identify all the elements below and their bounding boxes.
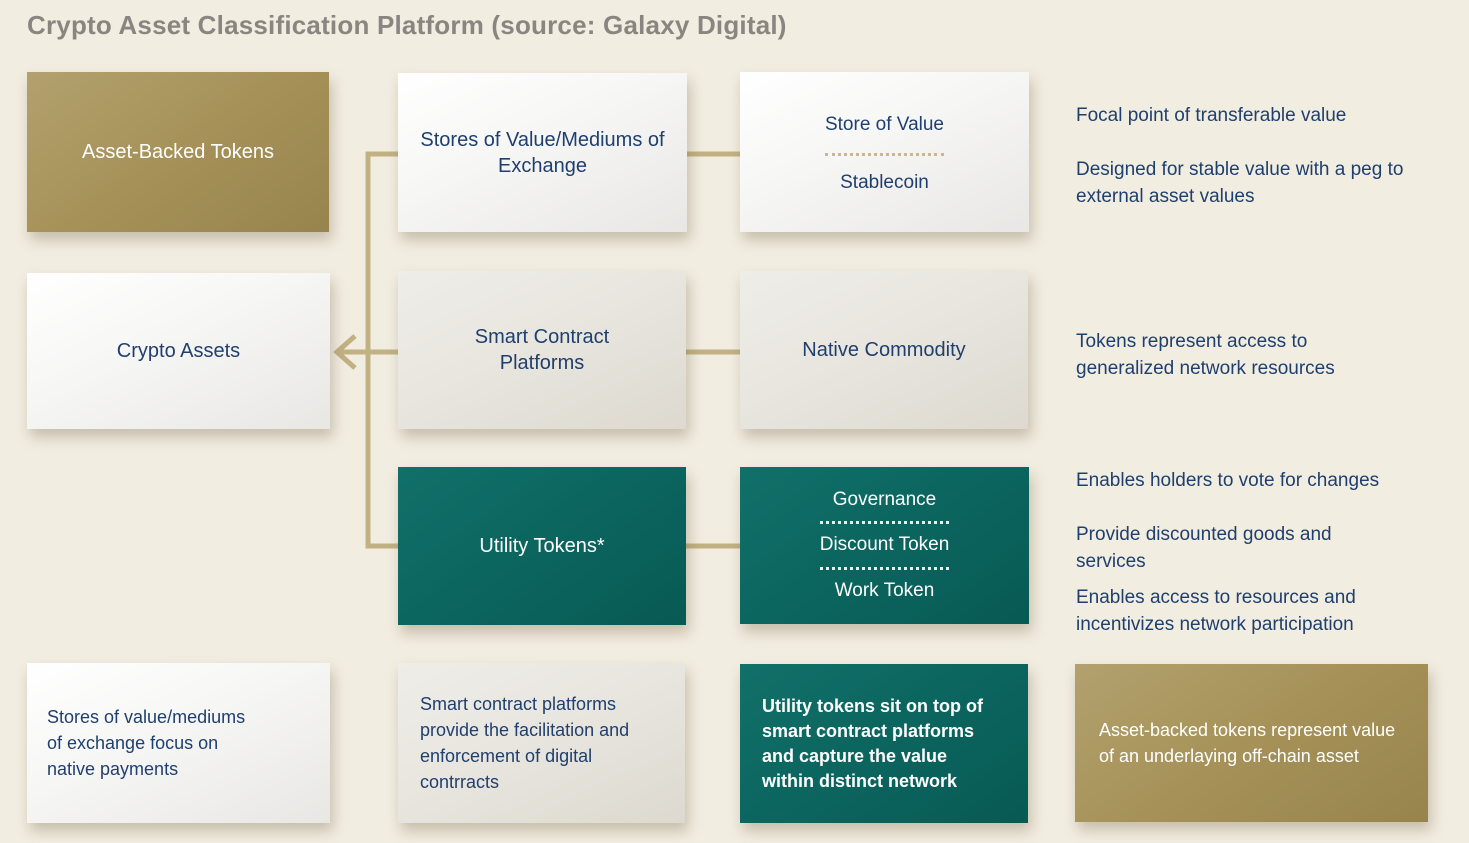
footnote-asset-backed-text: Asset-backed tokens represent value of a… bbox=[1099, 720, 1396, 766]
annotation-native-commodity: Tokens represent access to generalized n… bbox=[1076, 331, 1335, 379]
footnote-smart-contract-text: Smart contract platforms provide the fac… bbox=[420, 694, 630, 792]
stores-of-value-box: Stores of Value/Mediums of Exchange bbox=[398, 73, 687, 232]
smart-contract-platforms-label: Smart Contract Platforms bbox=[474, 326, 610, 374]
native-commodity-label: Native Commodity bbox=[802, 339, 966, 361]
stablecoin-label: Stablecoin bbox=[840, 171, 929, 193]
footnote-stores-of-value-text: Stores of value/mediums of exchange focu… bbox=[47, 707, 246, 779]
crypto-assets-box: Crypto Assets bbox=[27, 273, 330, 429]
annotation-store-of-value: Focal point of transferable value bbox=[1076, 105, 1347, 126]
annotation-work-token: Enables access to resources and incentiv… bbox=[1076, 587, 1356, 635]
annotation-discount-token: Provide discounted goods and services bbox=[1076, 524, 1332, 572]
footnote-utility-tokens-box: Utility tokens sit on top of smart contr… bbox=[740, 664, 1028, 823]
utility-tokens-label: Utility Tokens* bbox=[479, 535, 605, 557]
smart-contract-platforms-box: Smart Contract Platforms bbox=[398, 271, 686, 429]
utility-tokens-box: Utility Tokens* bbox=[398, 467, 686, 625]
footnote-stores-of-value-box: Stores of value/mediums of exchange focu… bbox=[27, 663, 330, 823]
branch-spine-line bbox=[365, 151, 398, 549]
asset-backed-tokens-label: Asset-Backed Tokens bbox=[82, 141, 274, 163]
dotted-divider bbox=[819, 521, 950, 525]
footnote-asset-backed-box: Asset-backed tokens represent value of a… bbox=[1075, 664, 1428, 822]
crypto-assets-label: Crypto Assets bbox=[116, 340, 241, 362]
stores-of-value-label: Stores of Value/Mediums of Exchange bbox=[420, 128, 665, 177]
footnote-smart-contract-box: Smart contract platforms provide the fac… bbox=[398, 663, 685, 823]
annotation-governance: Enables holders to vote for changes bbox=[1076, 470, 1380, 491]
store-of-value-label: Store of Value bbox=[824, 114, 944, 136]
governance-discount-work-box: Governance Discount Token Work Token bbox=[740, 467, 1029, 624]
page-title: Crypto Asset Classification Platform (so… bbox=[27, 10, 787, 40]
asset-backed-tokens-box: Asset-Backed Tokens bbox=[27, 72, 329, 232]
store-of-value-stablecoin-box: Store of Value Stablecoin bbox=[740, 72, 1029, 232]
dotted-divider bbox=[819, 566, 950, 570]
discount-token-label: Discount Token bbox=[819, 534, 950, 556]
governance-label: Governance bbox=[832, 489, 937, 511]
arrow-head-icon bbox=[333, 334, 357, 370]
native-commodity-box: Native Commodity bbox=[740, 271, 1028, 429]
footnote-utility-tokens-text: Utility tokens sit on top of smart contr… bbox=[762, 695, 983, 791]
annotation-stablecoin: Designed for stable value with a peg to … bbox=[1076, 159, 1404, 207]
dotted-divider bbox=[824, 152, 944, 156]
work-token-label: Work Token bbox=[834, 579, 935, 601]
